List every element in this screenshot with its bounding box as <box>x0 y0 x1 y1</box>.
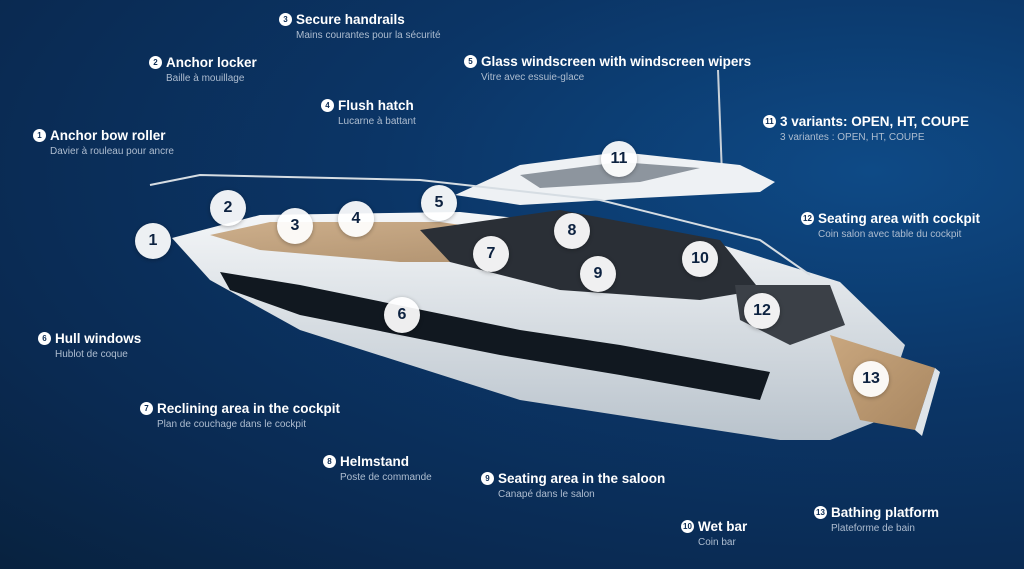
feature-title: Seating area with cockpit <box>818 211 981 226</box>
feature-label-3: 3 Secure handrails Mains courantes pour … <box>279 11 441 41</box>
feature-subtitle: Coin bar <box>698 537 736 548</box>
marker-2[interactable]: 2 <box>210 190 246 226</box>
feature-title: Flush hatch <box>338 98 414 113</box>
feature-subtitle: Plateforme de bain <box>831 523 915 534</box>
feature-subtitle: 3 variantes : OPEN, HT, COUPE <box>780 132 925 143</box>
marker-7[interactable]: 7 <box>473 236 509 272</box>
number-badge: 3 <box>279 13 292 26</box>
feature-subtitle: Hublot de coque <box>55 349 128 360</box>
marker-1[interactable]: 1 <box>135 223 171 259</box>
feature-subtitle: Plan de couchage dans le cockpit <box>157 419 306 430</box>
feature-title: Reclining area in the cockpit <box>157 401 341 416</box>
number-badge: 13 <box>814 506 827 519</box>
feature-label-12: 12 Seating area with cockpit Coin salon … <box>801 210 981 240</box>
marker-5[interactable]: 5 <box>421 185 457 221</box>
number-badge: 12 <box>801 212 814 225</box>
number-badge: 5 <box>464 55 477 68</box>
number-badge: 2 <box>149 56 162 69</box>
feature-title: Helmstand <box>340 454 410 469</box>
feature-label-4: 4 Flush hatch Lucarne à battant <box>321 97 416 127</box>
feature-label-7: 7 Reclining area in the cockpit Plan de … <box>140 400 341 430</box>
feature-subtitle: Mains courantes pour la sécurité <box>296 30 441 41</box>
feature-subtitle: Vitre avec essuie-glace <box>481 72 585 83</box>
feature-title: Anchor locker <box>166 55 257 70</box>
feature-label-11: 11 3 variants: OPEN, HT, COUPE 3 variant… <box>763 113 970 143</box>
marker-11[interactable]: 11 <box>601 141 637 177</box>
feature-title: Seating area in the saloon <box>498 471 666 486</box>
marker-10[interactable]: 10 <box>682 241 718 277</box>
feature-title: Secure handrails <box>296 12 405 27</box>
number-badge: 1 <box>33 129 46 142</box>
feature-title: 3 variants: OPEN, HT, COUPE <box>780 114 970 129</box>
feature-subtitle: Coin salon avec table du cockpit <box>818 229 962 240</box>
feature-title: Bathing platform <box>831 505 939 520</box>
feature-subtitle: Davier à rouleau pour ancre <box>50 146 174 157</box>
feature-label-8: 8 Helmstand Poste de commande <box>323 453 432 483</box>
feature-title: Glass windscreen with windscreen wipers <box>481 54 752 69</box>
feature-label-13: 13 Bathing platform Plateforme de bain <box>814 504 939 534</box>
marker-3[interactable]: 3 <box>277 208 313 244</box>
feature-label-10: 10 Wet bar Coin bar <box>681 518 748 548</box>
number-badge: 10 <box>681 520 694 533</box>
number-badge: 4 <box>321 99 334 112</box>
marker-6[interactable]: 6 <box>384 297 420 333</box>
number-badge: 7 <box>140 402 153 415</box>
feature-subtitle: Baille à mouillage <box>166 73 245 84</box>
marker-12[interactable]: 12 <box>744 293 780 329</box>
feature-subtitle: Poste de commande <box>340 472 432 483</box>
feature-label-6: 6 Hull windows Hublot de coque <box>38 330 142 360</box>
feature-title: Hull windows <box>55 331 142 346</box>
feature-label-1: 1 Anchor bow roller Davier à rouleau pou… <box>33 127 174 157</box>
feature-title: Anchor bow roller <box>50 128 166 143</box>
number-badge: 11 <box>763 115 776 128</box>
feature-title: Wet bar <box>698 519 748 534</box>
feature-label-5: 5 Glass windscreen with windscreen wiper… <box>464 53 752 83</box>
number-badge: 8 <box>323 455 336 468</box>
feature-subtitle: Lucarne à battant <box>338 116 416 127</box>
marker-8[interactable]: 8 <box>554 213 590 249</box>
number-badge: 9 <box>481 472 494 485</box>
marker-13[interactable]: 13 <box>853 361 889 397</box>
number-badge: 6 <box>38 332 51 345</box>
feature-subtitle: Canapé dans le salon <box>498 489 595 500</box>
feature-label-9: 9 Seating area in the saloon Canapé dans… <box>481 470 666 500</box>
feature-label-2: 2 Anchor locker Baille à mouillage <box>149 54 257 84</box>
marker-4[interactable]: 4 <box>338 201 374 237</box>
marker-9[interactable]: 9 <box>580 256 616 292</box>
